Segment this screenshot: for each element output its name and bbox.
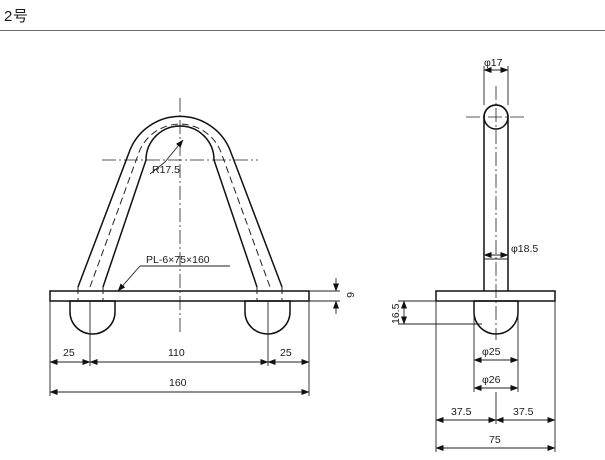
dim-head-height: 16.5: [390, 303, 402, 324]
header-divider: [0, 30, 605, 31]
radius-label: R17.5: [152, 164, 180, 176]
header: 2号: [0, 0, 605, 31]
radius-leader-shelf: [149, 161, 166, 175]
left-bolt-head: [69, 300, 116, 335]
dim-plate-thickness: 6: [344, 292, 356, 298]
base-plate: [49, 290, 310, 302]
dim-side-overall: 75: [489, 434, 501, 446]
dim-left-25: 25: [63, 347, 75, 359]
front-view: R17.5 PL-6×75×160 25 110 25 160 6: [49, 98, 356, 396]
dim-shank-diameter: φ18.5: [511, 243, 538, 255]
u-bolt-inner-outline: [102, 125, 258, 288]
dim-head-diameter-2: φ26: [482, 374, 501, 386]
dim-top-diameter: φ17: [484, 57, 503, 69]
u-bolt-outer-outline: [77, 115, 283, 288]
page-title: 2号: [4, 8, 29, 25]
dim-overall-160: 160: [169, 377, 187, 389]
dim-head-diameter-1: φ25: [482, 346, 501, 358]
dim-middle-110: 110: [168, 347, 185, 359]
side-rod-end-circle: [483, 104, 509, 130]
right-bolt-head: [244, 300, 291, 335]
side-view: φ17 φ18.5 16.5 φ25 φ26 37.5 37.5 75: [390, 57, 556, 452]
plate-leader: [117, 265, 141, 292]
dim-right-25: 25: [280, 347, 292, 359]
plate-label: PL-6×75×160: [146, 254, 210, 266]
radius-leader: [164, 139, 184, 163]
side-base-plate: [435, 290, 556, 302]
dim-side-left: 37.5: [451, 406, 472, 418]
dim-side-right: 37.5: [513, 406, 534, 418]
